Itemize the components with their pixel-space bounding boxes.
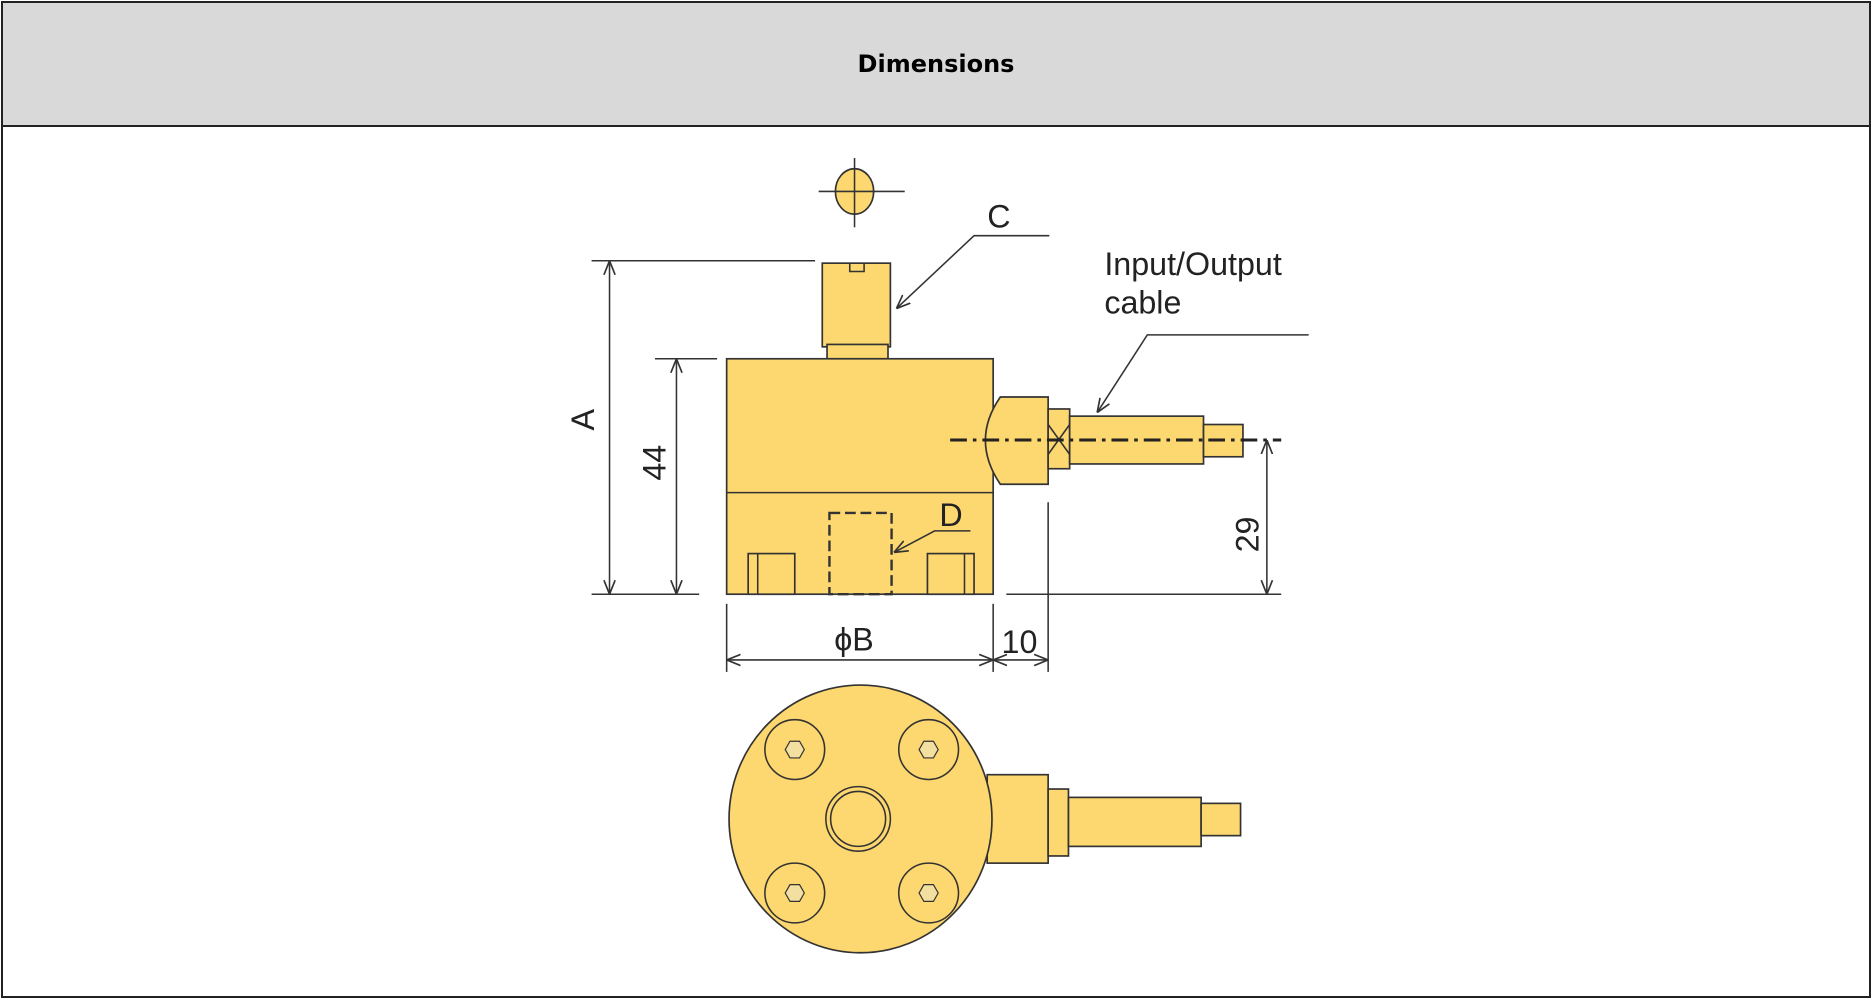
side-view xyxy=(725,262,1282,596)
section-header: Dimensions xyxy=(1,1,1871,127)
top-symbol-icon xyxy=(818,157,905,228)
label-29: 29 xyxy=(1229,517,1265,553)
label-44: 44 xyxy=(637,445,673,481)
section-title: Dimensions xyxy=(857,50,1015,78)
label-a: A xyxy=(565,408,601,430)
label-cable-line1: Input/Output xyxy=(1104,246,1282,282)
label-10: 10 xyxy=(1002,624,1038,660)
label-d: D xyxy=(939,497,962,533)
label-phi-b: ϕB xyxy=(834,621,874,657)
bolt-icon xyxy=(764,718,960,924)
label-cable-line2: cable xyxy=(1104,284,1181,320)
label-c: C xyxy=(987,198,1010,234)
bottom-view xyxy=(728,684,1242,954)
dimension-lines xyxy=(591,234,1309,672)
